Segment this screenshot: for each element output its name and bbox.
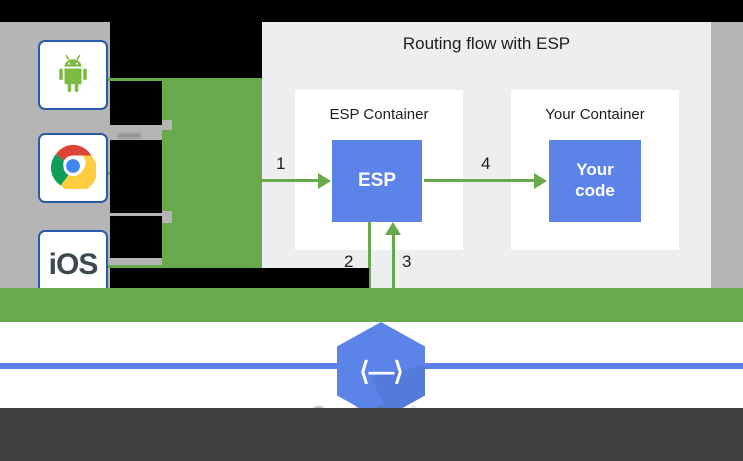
your-code-line-2: code xyxy=(575,181,615,200)
green-flow-block xyxy=(162,80,262,266)
gray-strip-upper xyxy=(110,120,172,130)
redaction-bar-7 xyxy=(262,268,369,290)
android-icon xyxy=(51,51,95,100)
redaction-bar-1 xyxy=(110,22,262,78)
chrome-client-card[interactable] xyxy=(38,133,108,203)
obscured-text-line-1: ••••• xyxy=(118,128,141,143)
top-redaction-band xyxy=(0,0,743,22)
step-number-2: 2 xyxy=(344,252,354,271)
connector-line-ios xyxy=(38,265,262,268)
redaction-bar-2 xyxy=(110,81,162,125)
arrow-4-head-icon xyxy=(534,173,547,189)
google-service-node: ⟨—⟩ xyxy=(337,322,425,420)
chrome-icon xyxy=(50,143,98,194)
step-number-4: 4 xyxy=(481,154,491,173)
step-number-1: 1 xyxy=(276,154,286,173)
arrow-1-head-icon xyxy=(318,173,331,189)
arrow-3-head-icon xyxy=(385,222,401,235)
arrow-4-line xyxy=(424,179,542,182)
your-container-label: Your Container xyxy=(545,106,645,123)
your-code-node: Your code xyxy=(549,140,641,222)
page-title: Routing flow with ESP xyxy=(402,34,571,53)
connector-line-android xyxy=(38,78,262,81)
bottom-redaction-overlay xyxy=(0,408,743,461)
redaction-bar-5 xyxy=(110,216,162,258)
arrow-3-line xyxy=(392,225,395,312)
arrow-1-line xyxy=(262,179,326,182)
esp-container-label: ESP Container xyxy=(329,106,429,123)
hexagon-shape-icon xyxy=(337,322,425,420)
redaction-bar-4 xyxy=(110,175,162,213)
your-code-line-1: Your xyxy=(576,160,614,180)
api-code-glyph-icon: ⟨—⟩ xyxy=(359,355,403,386)
your-code-node-label: Your code xyxy=(575,160,615,201)
ios-label: iOS xyxy=(48,248,99,281)
green-horizontal-band xyxy=(0,288,743,322)
step-number-3: 3 xyxy=(402,252,412,271)
esp-node-label: ESP xyxy=(357,170,397,191)
esp-node: ESP xyxy=(332,140,422,222)
routing-diagram-panel: Routing flow with ESP ESP Container Your… xyxy=(262,22,711,312)
arrow-2-line xyxy=(368,222,371,312)
android-client-card[interactable] xyxy=(38,40,108,110)
redaction-bar-6 xyxy=(110,268,262,290)
right-gray-background xyxy=(711,22,743,288)
